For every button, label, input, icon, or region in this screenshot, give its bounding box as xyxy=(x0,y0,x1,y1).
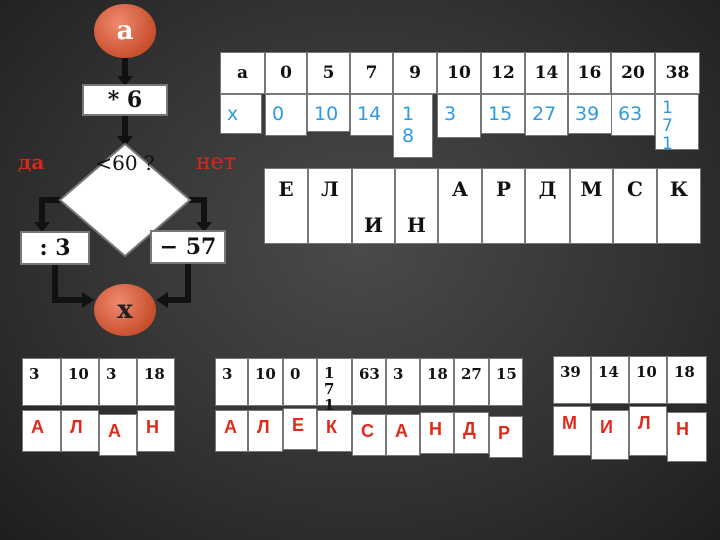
x-cell: 171 xyxy=(655,94,699,153)
end-node-x: x xyxy=(94,284,156,336)
number-cell: 10 xyxy=(248,358,283,406)
letter-cell: Д xyxy=(525,168,570,244)
answer-letter-cell: Е xyxy=(283,408,317,450)
letter-cell: С xyxy=(613,168,657,244)
answer-letter-cell: А xyxy=(22,410,61,452)
answer-letter-cell: Р xyxy=(489,416,523,458)
answer-letter-cell: Л xyxy=(61,410,99,452)
divide-box: : 3 xyxy=(20,231,90,265)
a-cell: 9 xyxy=(393,52,437,94)
x-cell: 3 xyxy=(437,94,481,138)
answer-letter-cell: Н xyxy=(137,410,175,452)
x-cell: 0 xyxy=(265,94,307,136)
answer-letter-cell: А xyxy=(215,410,248,452)
letter-cell: И xyxy=(352,168,395,244)
number-cell: 3 xyxy=(22,358,61,406)
answer-letter-cell: Н xyxy=(420,412,454,454)
answer-letter-cell: С xyxy=(352,414,386,456)
number-cell: 3 xyxy=(386,358,420,406)
condition-diamond xyxy=(58,142,192,258)
a-cell: 0 xyxy=(265,52,307,94)
condition-label: <60 ? xyxy=(95,151,155,175)
answer-letter-cell: Н xyxy=(667,412,707,462)
number-cell: 39 xyxy=(553,356,591,404)
number-cell: 18 xyxy=(137,358,175,406)
no-label: нет xyxy=(196,150,236,175)
x-cell: 18 xyxy=(393,94,433,158)
letter-cell: Н xyxy=(395,168,438,244)
x-cell: 27 xyxy=(525,94,568,136)
number-cell: 63 xyxy=(352,358,386,406)
number-cell: 0 xyxy=(283,358,317,406)
number-cell: 27 xyxy=(454,358,489,406)
answer-letter-cell: А xyxy=(386,414,420,456)
a-cell: 5 xyxy=(307,52,350,94)
letter-cell: Е xyxy=(264,168,308,244)
answer-letter-cell: И xyxy=(591,410,629,460)
a-cell: a xyxy=(220,52,265,94)
a-cell: 20 xyxy=(611,52,655,94)
x-cell: 10 xyxy=(307,94,350,132)
letter-cell: Л xyxy=(308,168,352,244)
a-cell: 14 xyxy=(525,52,568,94)
answer-letter-cell: Д xyxy=(454,412,489,454)
x-cell: 39 xyxy=(568,94,612,134)
start-node-a: a xyxy=(94,4,156,58)
number-cell: 18 xyxy=(420,358,454,406)
answer-letter-cell: К xyxy=(317,410,352,452)
a-cell: 38 xyxy=(655,52,700,94)
letter-cell: К xyxy=(657,168,701,244)
x-cell: 63 xyxy=(611,94,655,136)
number-cell: 171 xyxy=(317,358,352,413)
answer-letter-cell: А xyxy=(99,414,137,456)
number-cell: 3 xyxy=(215,358,248,406)
a-cell: 7 xyxy=(350,52,393,94)
x-cell: x xyxy=(220,94,262,134)
letter-cell: М xyxy=(570,168,613,244)
number-cell: 18 xyxy=(667,356,707,404)
yes-label: да xyxy=(18,150,45,174)
a-cell: 16 xyxy=(568,52,611,94)
flowchart-connectors xyxy=(34,58,212,308)
x-cell: 15 xyxy=(481,94,525,134)
a-cell: 10 xyxy=(437,52,481,94)
subtract-box: − 57 xyxy=(150,230,226,264)
number-cell: 15 xyxy=(489,358,523,406)
answer-letter-cell: М xyxy=(553,406,591,456)
x-cell: 14 xyxy=(350,94,393,136)
answer-letter-cell: Л xyxy=(629,406,667,456)
number-cell: 3 xyxy=(99,358,137,406)
answer-letter-cell: Л xyxy=(248,410,283,452)
a-cell: 12 xyxy=(481,52,525,94)
number-cell: 10 xyxy=(61,358,99,406)
multiply-box: * 6 xyxy=(82,84,168,116)
letter-cell: Р xyxy=(482,168,525,244)
letter-cell: А xyxy=(438,168,482,244)
number-cell: 10 xyxy=(629,356,667,404)
number-cell: 14 xyxy=(591,356,629,404)
